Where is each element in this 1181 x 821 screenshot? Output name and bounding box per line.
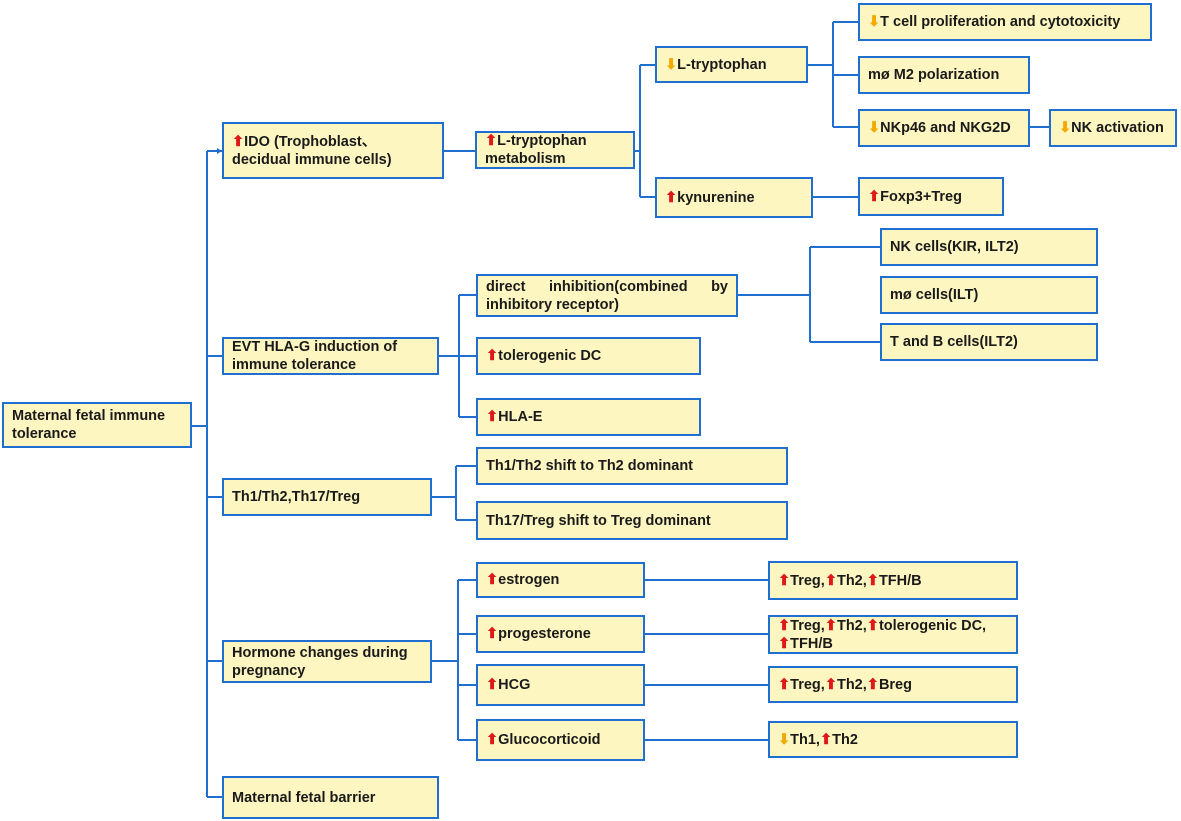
node-tolerogenic-dc: ⬆tolerogenic DC (476, 337, 701, 375)
node-ido: ⬆IDO (Trophoblast、decidual immune cells) (222, 122, 444, 179)
node-glucocorticoid: ⬆Glucocorticoid (476, 719, 645, 761)
node-root-label: Maternal fetal immune tolerance (12, 408, 166, 442)
down-arrow-icon: ⬇ (1059, 120, 1072, 136)
node-hcg: ⬆HCG (476, 664, 645, 706)
effect-label: Breg (878, 676, 912, 693)
effect-label: TFH/B (878, 572, 922, 589)
node-kynurenine: ⬆kynurenine (655, 177, 813, 218)
up-arrow-icon: ⬆ (485, 133, 498, 149)
up-arrow-icon: ⬆ (665, 189, 678, 206)
node-m2-polarization: mø M2 polarization (858, 56, 1030, 94)
effect-label: Th2, (836, 572, 867, 589)
node-barrier: Maternal fetal barrier (222, 776, 439, 819)
effect-label: tolerogenic DC, (878, 617, 987, 634)
up-arrow-icon: ⬆ (824, 617, 837, 634)
up-arrow-icon: ⬆ (778, 635, 791, 652)
effect-label: Th2, (836, 617, 867, 634)
node-progesterone-label: progesterone (498, 626, 591, 642)
down-arrow-icon: ⬇ (778, 731, 791, 748)
node-root: Maternal fetal immune tolerance (2, 402, 192, 448)
node-mo-cells: mø cells(ILT) (880, 276, 1098, 314)
node-hcg-effects: ⬆Treg,⬆Th2,⬆Breg (768, 666, 1018, 703)
node-foxp3-treg: ⬆Foxp3+Treg (858, 177, 1004, 216)
up-arrow-icon: ⬆ (866, 676, 879, 693)
node-th17-treg-shift-label: Th17/Treg shift to Treg dominant (486, 512, 711, 529)
node-tcell-proliferation-label: T cell proliferation and cytotoxicity (880, 14, 1121, 30)
effect-label: Treg, (790, 572, 825, 589)
up-arrow-icon: ⬆ (486, 348, 499, 364)
node-direct-inhibition-label: direct inhibition(combined by inhibitory… (486, 278, 728, 313)
node-ido-label: IDO (Trophoblast、decidual immune cells) (232, 133, 392, 168)
up-arrow-icon: ⬆ (486, 572, 499, 588)
node-th1-th2-shift-label: Th1/Th2 shift to Th2 dominant (486, 458, 694, 474)
down-arrow-icon: ⬇ (665, 56, 678, 73)
node-estrogen: ⬆estrogen (476, 562, 645, 598)
up-arrow-icon: ⬆ (486, 677, 499, 693)
up-arrow-icon: ⬆ (486, 732, 499, 748)
effect-label: Th2 (832, 731, 858, 748)
node-hla-e-label: HLA-E (498, 409, 543, 425)
up-arrow-icon: ⬆ (778, 617, 791, 634)
effect-label: Treg, (790, 676, 825, 693)
node-th1-th2-shift: Th1/Th2 shift to Th2 dominant (476, 447, 788, 485)
node-nk-activation: ⬇NK activation (1049, 109, 1177, 147)
node-mo-cells-label: mø cells(ILT) (890, 287, 979, 303)
node-th-label: Th1/Th2,Th17/Treg (232, 489, 361, 505)
node-nk-cells-label: NK cells(KIR, ILT2) (890, 239, 1019, 255)
effect-label: Th1, (790, 731, 820, 748)
node-estrogen-effects: ⬆Treg,⬆Th2,⬆TFH/B (768, 561, 1018, 600)
node-hormone-label: Hormone changes during pregnancy (232, 644, 408, 679)
node-estrogen-label: estrogen (498, 572, 560, 588)
node-nkp46: ⬇NKp46 and NKG2D (858, 109, 1030, 147)
node-tolerogenic-dc-label: tolerogenic DC (498, 348, 602, 364)
up-arrow-icon: ⬆ (866, 572, 879, 589)
node-barrier-label: Maternal fetal barrier (232, 789, 376, 806)
node-nk-cells: NK cells(KIR, ILT2) (880, 228, 1098, 266)
node-t-b-cells: T and B cells(ILT2) (880, 323, 1098, 361)
effect-label: Treg, (790, 617, 825, 634)
node-direct-inhibition: direct inhibition(combined by inhibitory… (476, 274, 738, 317)
node-tryptophan-metabolism: ⬆L-tryptophan metabolism (475, 131, 635, 169)
up-arrow-icon: ⬆ (486, 409, 499, 425)
down-arrow-icon: ⬇ (868, 120, 881, 136)
node-l-tryptophan-label: L-tryptophan (677, 56, 767, 73)
node-nk-activation-label: NK activation (1071, 120, 1164, 136)
up-arrow-icon: ⬆ (232, 133, 245, 150)
node-th17-treg-shift: Th17/Treg shift to Treg dominant (476, 501, 788, 540)
node-tcell-proliferation: ⬇T cell proliferation and cytotoxicity (858, 3, 1152, 41)
node-evt-label: EVT HLA-G induction of immune tolerance (232, 339, 398, 373)
effect-label: TFH/B (790, 635, 833, 652)
node-nkp46-label: NKp46 and NKG2D (880, 120, 1011, 136)
node-evt: EVT HLA-G induction of immune tolerance (222, 337, 439, 375)
node-glucocorticoid-effects: ⬇Th1,⬆Th2 (768, 721, 1018, 758)
node-foxp3-treg-label: Foxp3+Treg (880, 188, 962, 205)
up-arrow-icon: ⬆ (824, 676, 837, 693)
down-arrow-icon: ⬇ (868, 14, 881, 30)
node-hormone: Hormone changes during pregnancy (222, 640, 432, 683)
up-arrow-icon: ⬆ (819, 731, 833, 748)
node-l-tryptophan: ⬇L-tryptophan (655, 46, 808, 83)
up-arrow-icon: ⬆ (778, 676, 791, 693)
node-hla-e: ⬆HLA-E (476, 398, 701, 436)
node-m2-polarization-label: mø M2 polarization (868, 67, 1000, 83)
up-arrow-icon: ⬆ (486, 626, 499, 642)
node-th: Th1/Th2,Th17/Treg (222, 478, 432, 516)
node-glucocorticoid-label: Glucocorticoid (498, 732, 601, 748)
node-progesterone-effects: ⬆Treg,⬆Th2,⬆tolerogenic DC,⬆TFH/B (768, 615, 1018, 654)
up-arrow-icon: ⬆ (778, 572, 791, 589)
up-arrow-icon: ⬆ (866, 617, 879, 634)
up-arrow-icon: ⬆ (868, 188, 881, 205)
node-tryptophan-metabolism-label: L-tryptophan metabolism (485, 133, 587, 167)
up-arrow-icon: ⬆ (824, 572, 837, 589)
node-hcg-label: HCG (498, 677, 531, 693)
node-progesterone: ⬆progesterone (476, 615, 645, 653)
node-t-b-cells-label: T and B cells(ILT2) (890, 334, 1018, 350)
node-kynurenine-label: kynurenine (677, 189, 755, 206)
effect-label: Th2, (836, 676, 867, 693)
